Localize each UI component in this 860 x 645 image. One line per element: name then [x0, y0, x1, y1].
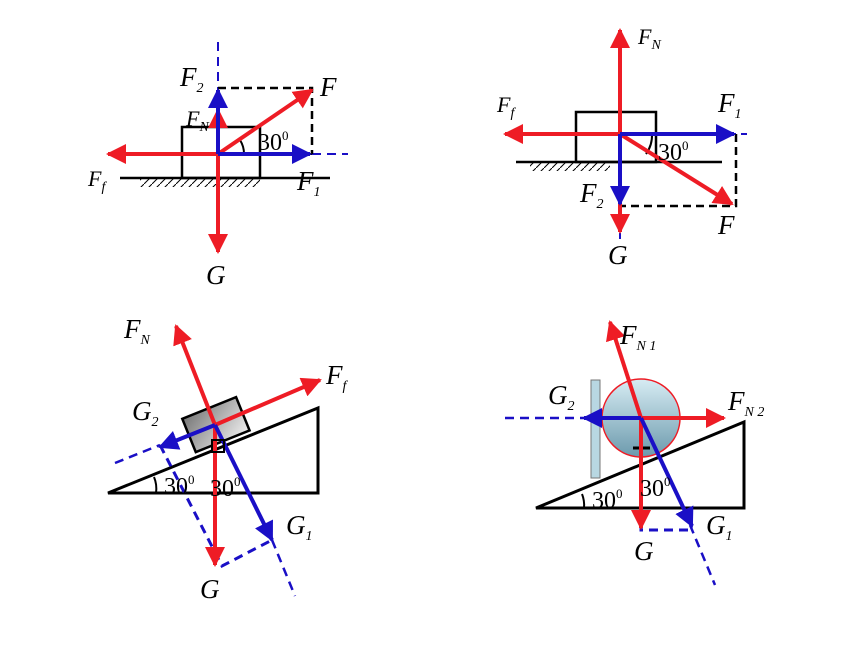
label-G2: G2 [548, 380, 575, 414]
label-Ff: Ff [87, 166, 107, 195]
force-F-arrow [618, 132, 734, 206]
label-angle-weight: 300 [210, 474, 241, 502]
label-angle: 300 [658, 138, 689, 166]
label-angle-weight: 300 [640, 474, 671, 502]
label-FN: FN [185, 106, 209, 135]
label-FN: FN [637, 24, 661, 53]
diagram-push-downward: FN Ff F1 300 F2 F G [496, 24, 752, 270]
label-F: F [319, 72, 337, 102]
label-G: G [200, 574, 220, 604]
ground-hatch [140, 179, 260, 187]
label-G: G [206, 260, 226, 290]
angle-arc [239, 139, 246, 155]
label-G2: G2 [132, 396, 159, 430]
force-FN1-arrow [606, 320, 643, 419]
component-rectangle [218, 86, 314, 154]
angle-arc-base [153, 476, 158, 494]
diagram-ball-on-incline: FN 1 G2 FN 2 300 300 G1 G [505, 320, 764, 586]
force-G1-arrow [639, 417, 694, 528]
label-G1: G1 [706, 510, 733, 544]
force-G2-arrow [158, 423, 216, 450]
label-F2: F2 [179, 62, 204, 96]
label-F1: F1 [296, 166, 321, 200]
label-angle-base: 300 [592, 486, 623, 514]
label-Ff: Ff [325, 360, 349, 394]
block [574, 110, 658, 164]
wall-board [590, 379, 601, 479]
right-angle-mark [211, 439, 225, 453]
dash-line-right [270, 539, 297, 597]
label-angle-base: 300 [164, 472, 195, 500]
force-Ff-arrow [214, 377, 322, 427]
label-G: G [634, 536, 654, 566]
label-G: G [608, 240, 628, 270]
label-Ff: Ff [496, 92, 516, 121]
label-FN1: FN 1 [619, 320, 656, 354]
label-F: F [717, 210, 735, 240]
diagram-block-on-incline: FN Ff G2 300 300 G1 G [107, 314, 349, 604]
dash-line-extension [688, 524, 717, 586]
label-F2: F2 [579, 178, 604, 212]
component-rectangle [620, 134, 738, 208]
label-FN: FN [123, 314, 151, 348]
label-G1: G1 [286, 510, 313, 544]
force-FN-arrow [173, 324, 217, 426]
ground-hatch [530, 163, 610, 171]
force-F-arrow [216, 88, 314, 156]
dash-line-left [114, 443, 161, 465]
label-F1: F1 [717, 88, 742, 122]
angle-arc-base [581, 493, 586, 509]
label-FN2: FN 2 [727, 386, 764, 420]
label-angle: 300 [258, 128, 289, 156]
diagram-pull-upward: F2 F FN 300 Ff F1 G [87, 42, 348, 290]
